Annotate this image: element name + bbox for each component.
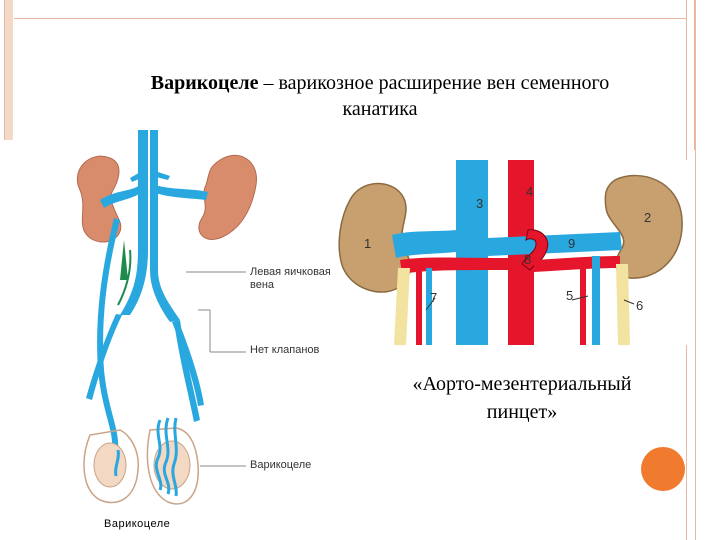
varicocele-diagram	[60, 130, 310, 515]
number-2: 2	[644, 210, 651, 225]
slide-title: Варикоцеле – варикозное расширение вен с…	[60, 70, 700, 122]
right-kidney-image	[199, 155, 257, 239]
left-testis	[94, 443, 126, 487]
nutcracker-caption: «Аорто-мезентериальный пинцет»	[362, 370, 682, 426]
label-no-valves: Нет клапанов	[250, 344, 319, 357]
number-5: 5	[566, 288, 573, 303]
number-7: 7	[430, 290, 437, 305]
nutcracker-diagram: 1 2 3 4 5 6 7 8 9	[330, 160, 690, 345]
inferior-vena-cava	[120, 130, 148, 315]
vena-cava-right	[150, 130, 180, 322]
number-6: 6	[636, 298, 643, 313]
orange-circle-decoration	[641, 447, 685, 491]
renal-vein-right	[156, 185, 208, 200]
gonadal-artery	[580, 264, 586, 345]
slide-frame-top	[14, 18, 686, 19]
slide-frame-left	[4, 0, 13, 140]
number-9: 9	[568, 236, 575, 251]
number-1: 1	[364, 236, 371, 251]
flow-arrow-up	[120, 240, 128, 280]
gonadal-vein-7	[416, 268, 422, 345]
bottom-caption: Варикоцеле	[104, 518, 170, 530]
title-term: Варикоцеле	[151, 72, 259, 94]
label-varicocele: Варикоцеле	[250, 459, 311, 472]
number-3: 3	[476, 196, 483, 211]
label-left-testicular-vein: Левая яичковая вена	[250, 266, 331, 292]
title-line2: канатика	[342, 98, 417, 120]
ureter-right	[616, 264, 630, 345]
gonadal-vein-5	[592, 256, 600, 345]
vein-3-ivc	[456, 160, 488, 345]
number-8: 8	[524, 252, 531, 267]
number-4: 4	[526, 184, 533, 199]
title-definition: – варикозное расширение вен семенного	[258, 72, 609, 94]
